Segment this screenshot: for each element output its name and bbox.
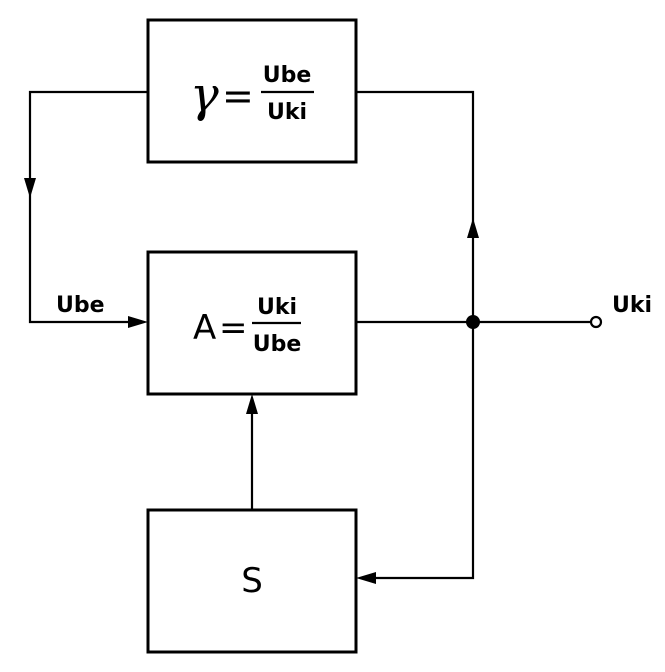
control-up-arrowhead — [246, 394, 258, 414]
feedback-equals: = — [222, 74, 254, 118]
feedback-return-wire — [28, 90, 148, 324]
feedback-denominator: Uki — [267, 100, 307, 125]
amplifier-block: A = Uki Ube — [146, 250, 358, 396]
feedback-numerator: Ube — [263, 63, 312, 88]
amplifier-equals: = — [219, 308, 248, 348]
input-signal-label: Ube — [56, 293, 105, 318]
control-label: S — [241, 561, 263, 601]
output-signal-label: Uki — [612, 293, 652, 318]
output-terminal — [589, 315, 603, 329]
amplifier-numerator: Uki — [257, 295, 297, 320]
output-to-feedback-wire — [356, 90, 475, 322]
feedback-symbol: γ — [190, 67, 219, 123]
feedback-block: γ = Ube Uki — [146, 18, 358, 164]
control-block: S — [146, 508, 358, 654]
amplifier-denominator: Ube — [253, 332, 302, 357]
amplifier-symbol: A — [193, 308, 216, 348]
feedback-up-arrowhead — [467, 218, 479, 238]
output-to-control-wire — [370, 322, 475, 580]
control-input-arrowhead — [356, 572, 376, 584]
feedback-down-arrowhead — [24, 178, 36, 198]
input-arrowhead — [128, 316, 148, 328]
